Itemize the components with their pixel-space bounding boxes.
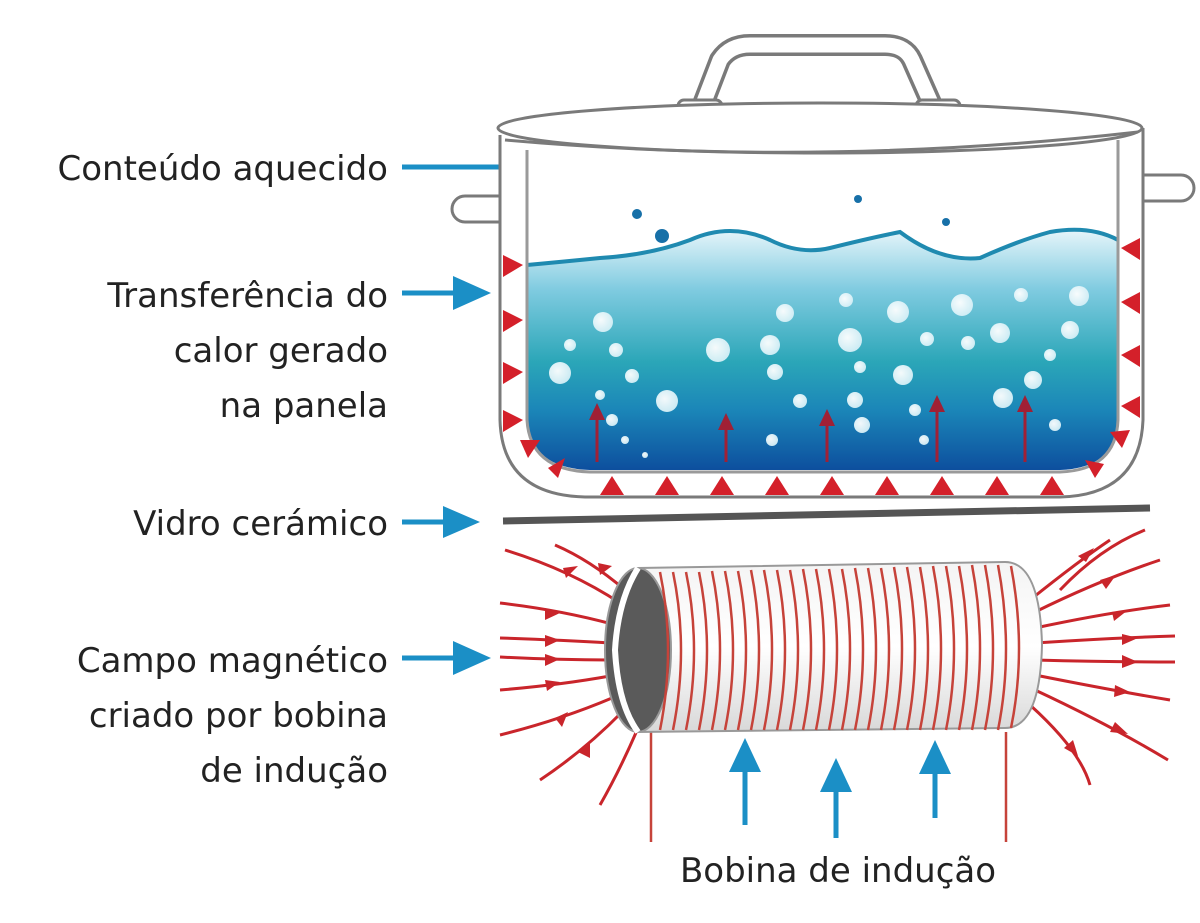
label-heat-transfer-line2: calor gerado: [174, 331, 388, 371]
right-arrow-icon: [402, 641, 491, 675]
label-magnetic-field-line1: Campo magnético: [77, 641, 388, 681]
pot: [450, 34, 1196, 499]
up-arrow-icon: [718, 413, 734, 462]
up-arrow-icon: [1017, 395, 1033, 462]
water: [527, 229, 1118, 470]
up-arrow-icon: [819, 409, 835, 462]
induction-coil: [604, 560, 1044, 842]
label-heat-transfer-line1: Transferência do: [106, 276, 388, 316]
up-arrow-icon: [589, 403, 605, 462]
heat-marks: [503, 238, 1140, 495]
label-ceramic-glass: Vidro cerámico: [133, 504, 388, 544]
up-arrow-icon: [919, 740, 951, 818]
up-arrow-icon: [729, 738, 761, 825]
label-coil: Bobina de indução: [680, 851, 996, 891]
pot-lid: [496, 34, 1144, 155]
labels: Conteúdo aquecido Transferência do calor…: [58, 149, 997, 891]
water-surface-line: [526, 227, 1119, 267]
ceramic-glass: [502, 504, 1151, 525]
label-magnetic-field-line3: de indução: [200, 751, 388, 791]
coil-windings: [658, 564, 1021, 731]
right-arrow-icon: [402, 506, 480, 538]
right-arrow-icon: [402, 276, 491, 310]
up-arrow-icon: [820, 758, 852, 838]
label-heated-contents: Conteúdo aquecido: [58, 149, 389, 189]
droplets: [632, 195, 950, 243]
label-heat-transfer-line3: na panela: [220, 386, 388, 426]
label-magnetic-field-line2: criado por bobina: [89, 696, 388, 736]
up-arrow-icon: [929, 395, 945, 462]
heat-arrows: [589, 395, 1033, 462]
bubbles: [549, 286, 1089, 458]
